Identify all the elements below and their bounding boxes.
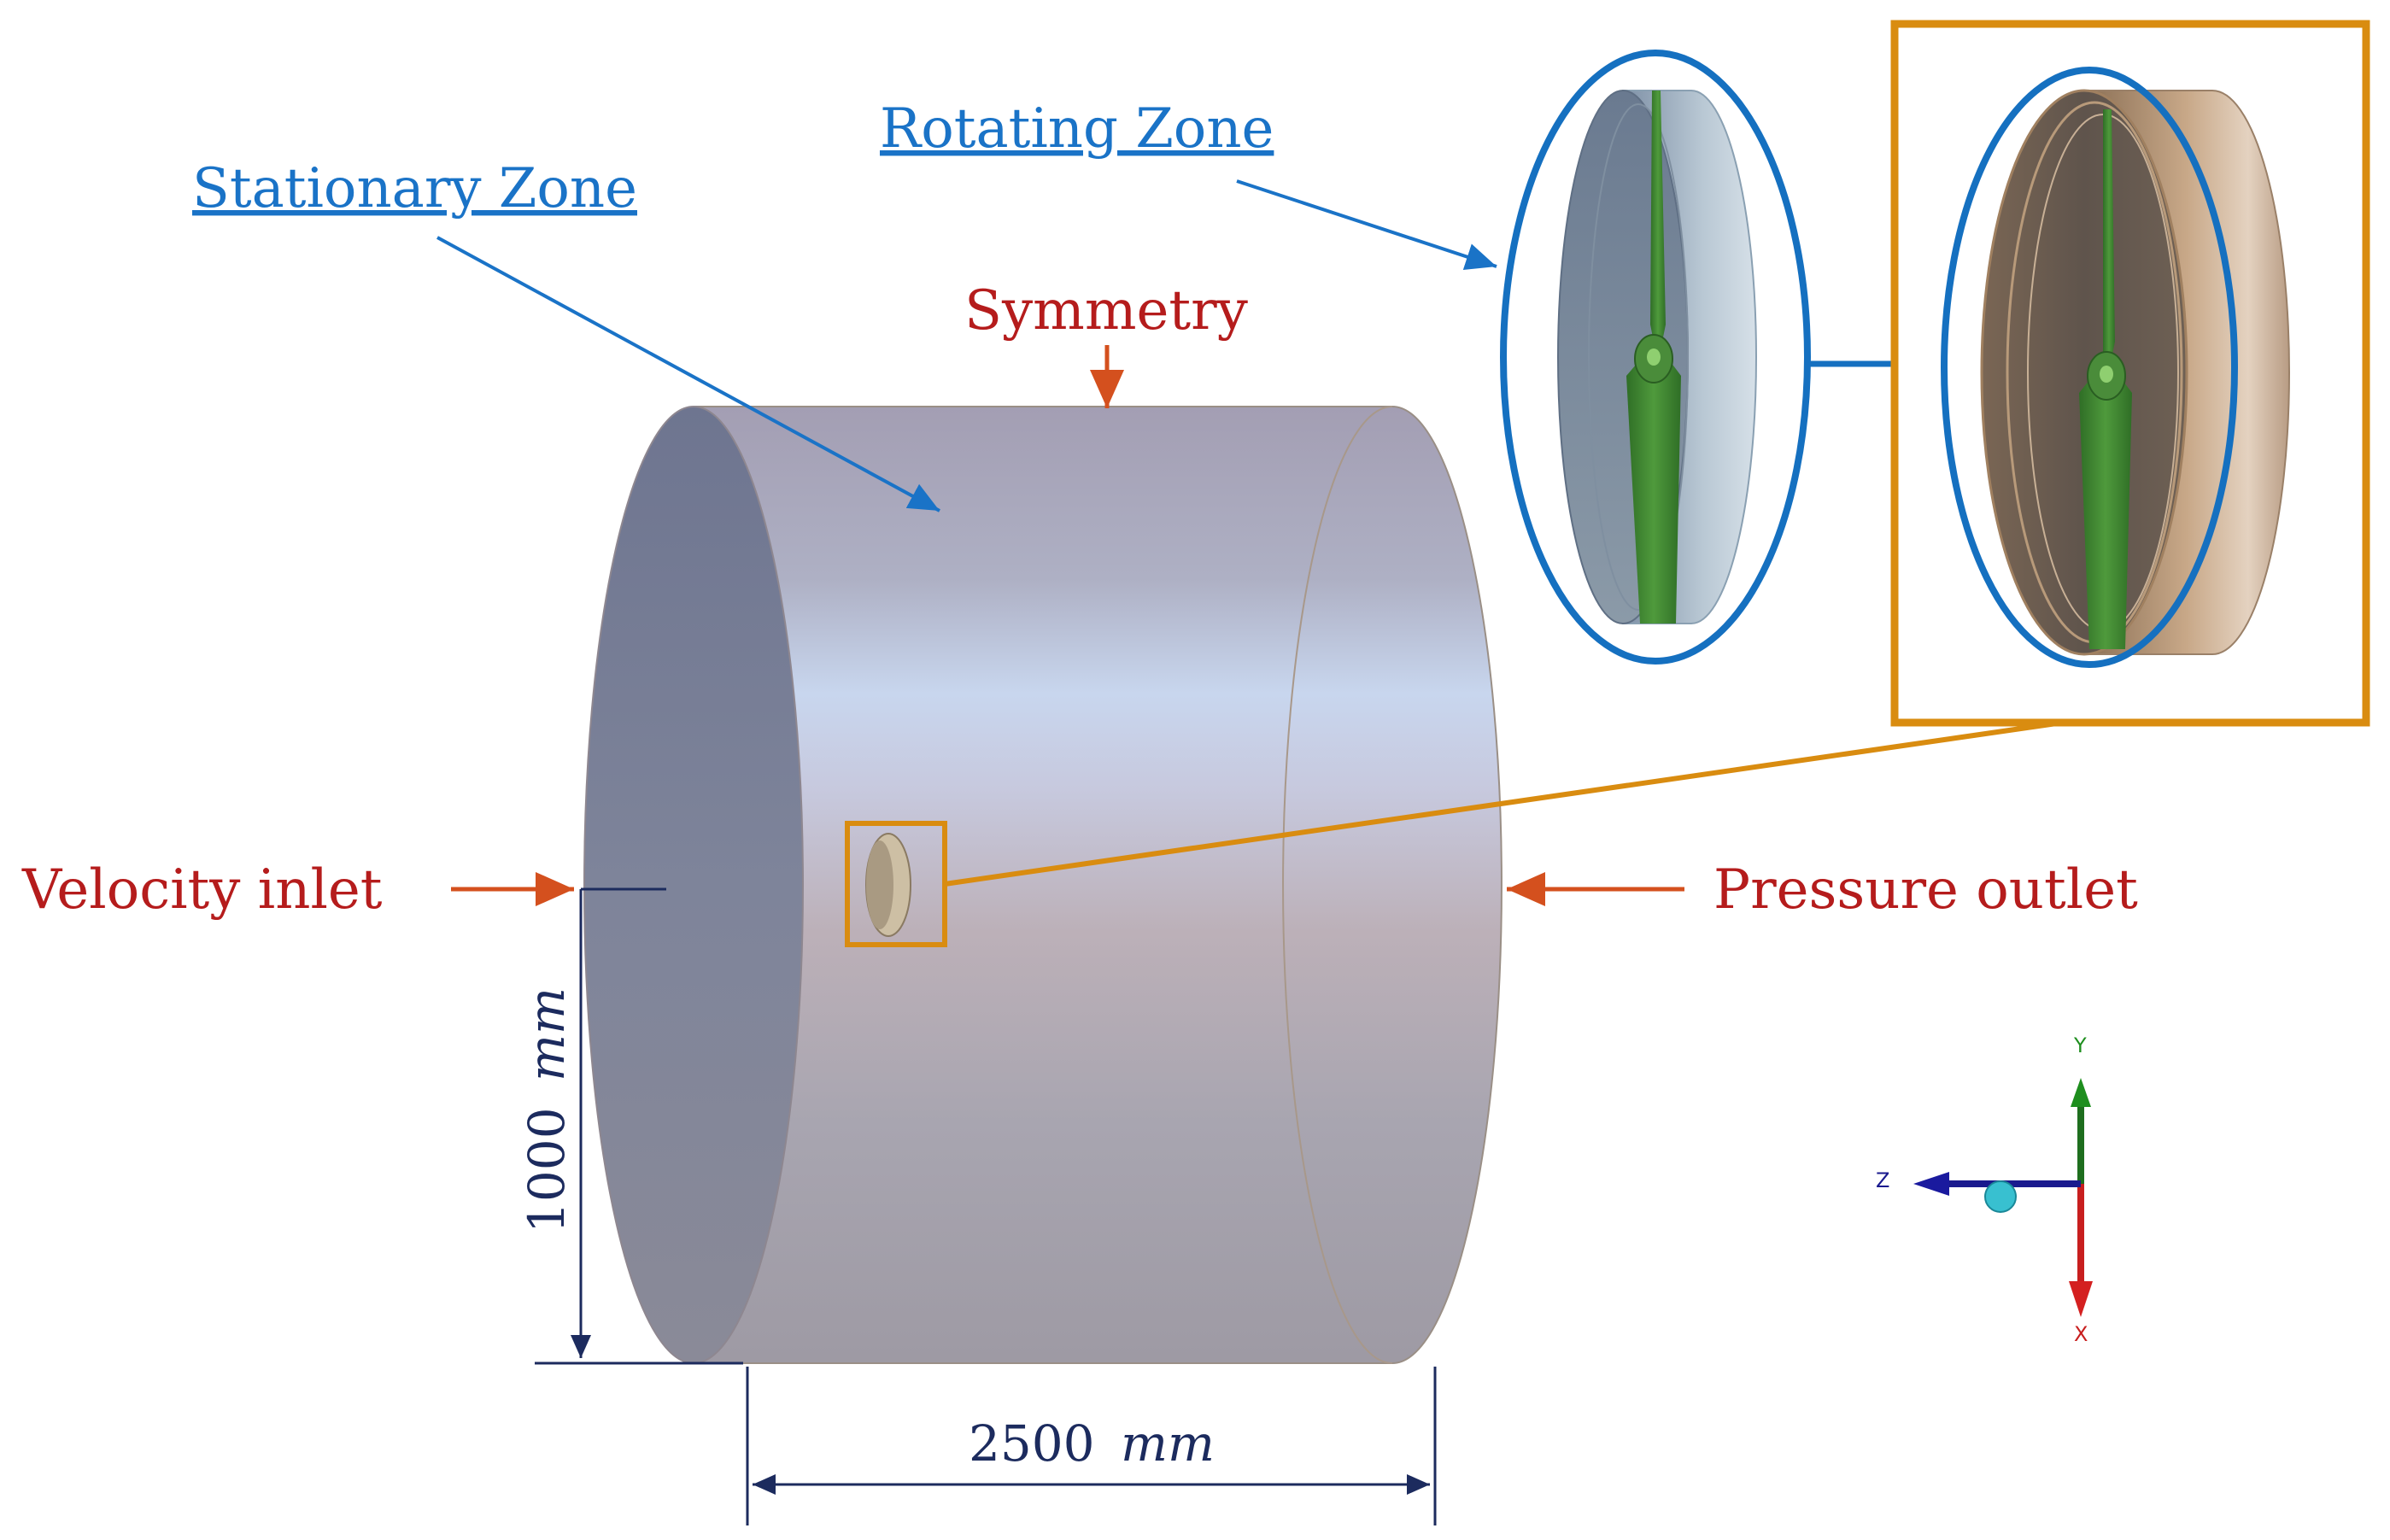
rotating-zone-annotation: Rotating Zone	[880, 97, 1497, 270]
y-axis-arrowhead	[2071, 1078, 2091, 1107]
rotor-detail	[1890, 20, 2370, 727]
length-value: 2500	[969, 1414, 1095, 1473]
length-dimension-label: 2500 mm	[969, 1414, 1215, 1473]
stationary-cylinder	[583, 406, 1503, 1364]
rotating-zone-detail	[1500, 50, 1811, 665]
axis-triad: Y X Z	[1876, 1033, 2093, 1346]
height-dimension-label: 1000 mm	[518, 987, 576, 1233]
height-value: 1000	[518, 1107, 576, 1233]
z-axis-label: Z	[1876, 1168, 1889, 1192]
symmetry-annotation: Symmetry	[964, 279, 1248, 408]
length-dimension: 2500 mm	[746, 1367, 1437, 1525]
rotating-zone-arrow	[1236, 179, 1497, 270]
stationary-zone-label: Stationary Zone	[192, 157, 637, 220]
x-axis-arrowhead	[2069, 1281, 2093, 1317]
origin-marker	[1984, 1180, 2017, 1213]
velocity-inlet-annotation: Velocity inlet	[21, 858, 574, 922]
rotating-zone-label: Rotating Zone	[880, 97, 1274, 161]
rotor-zone-outline	[1941, 67, 2238, 668]
symmetry-label: Symmetry	[964, 279, 1248, 343]
length-unit: mm	[1121, 1414, 1215, 1473]
height-unit: mm	[518, 987, 576, 1081]
rotating-zone-outline	[1500, 50, 1811, 665]
pressure-outlet-annotation: Pressure outlet	[1507, 858, 2138, 922]
x-axis-label: X	[2074, 1322, 2088, 1346]
stationary-zone-annotation: Stationary Zone	[192, 157, 940, 512]
stationary-zone-arrow	[436, 236, 940, 512]
pressure-outlet-label: Pressure outlet	[1713, 858, 2138, 922]
velocity-inlet-label: Velocity inlet	[21, 858, 383, 922]
zoom-connector	[944, 713, 2111, 887]
height-dimension: 1000 mm	[518, 887, 743, 1365]
y-axis-label: Y	[2073, 1033, 2087, 1057]
z-axis-arrowhead	[1913, 1172, 1949, 1196]
